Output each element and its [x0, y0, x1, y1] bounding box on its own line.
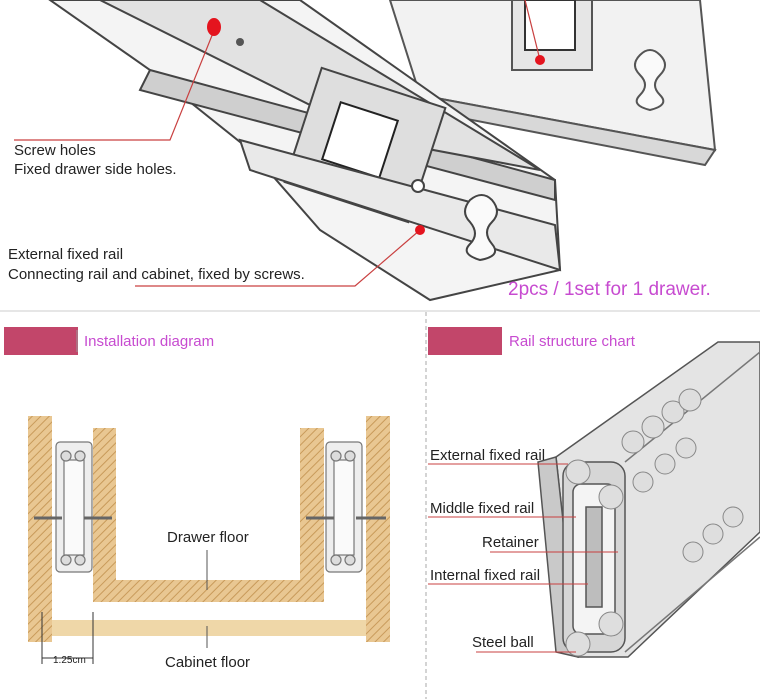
rail-cross-section: [537, 341, 760, 658]
cabinet-floor: [52, 620, 366, 636]
steel-ball-label: Steel ball: [472, 634, 534, 651]
structure-title: Rail structure chart: [509, 333, 635, 350]
dimension-label: 1.25cm: [53, 655, 86, 666]
rail-photo-illustration: [0, 0, 760, 312]
drawer-floor-label: Drawer floor: [167, 529, 249, 546]
installation-diagram: [28, 330, 390, 664]
external-fixed-rail-label: External fixed rail: [430, 447, 546, 464]
steel-balls: [565, 388, 744, 657]
drawer-body: [93, 428, 324, 602]
red-dot-markers: [207, 18, 545, 235]
front-rail: [48, 0, 562, 302]
cabinet-floor-label: Cabinet floor: [165, 654, 251, 671]
external-rail-desc: Connecting rail and cabinet, fixed by sc…: [8, 266, 305, 283]
installation-title: Installation diagram: [84, 333, 215, 350]
retainer-label: Retainer: [482, 534, 539, 551]
installation-banner: [4, 327, 78, 355]
back-rail: [388, 0, 717, 167]
structure-banner: [428, 327, 502, 355]
left-slide: [34, 441, 112, 573]
screw-holes-desc: Fixed drawer side holes.: [14, 161, 177, 178]
structure-panel: Rail structure chart Externa: [428, 312, 760, 699]
cabinet-wall-left: [28, 416, 52, 642]
right-slide: [306, 441, 386, 573]
external-rail-title: External fixed rail: [8, 246, 124, 263]
screw-holes-title: Screw holes: [14, 142, 96, 159]
rail-structure-diagram: [428, 341, 760, 658]
internal-fixed-rail-label: Internal fixed rail: [430, 567, 541, 584]
set-info-caption: 2pcs / 1set for 1 drawer.: [508, 279, 711, 300]
leader-lines: [14, 0, 541, 287]
top-photo-panel: Screw holes Fixed drawer side holes. Ext…: [0, 0, 760, 312]
middle-fixed-rail-label: Middle fixed rail: [430, 500, 535, 517]
structure-leaders: [428, 463, 618, 653]
panel-divider: [425, 312, 427, 699]
cabinet-wall-right: [366, 416, 390, 642]
installation-panel: Installation diagram: [0, 312, 425, 699]
dimension-marker: [41, 612, 94, 664]
